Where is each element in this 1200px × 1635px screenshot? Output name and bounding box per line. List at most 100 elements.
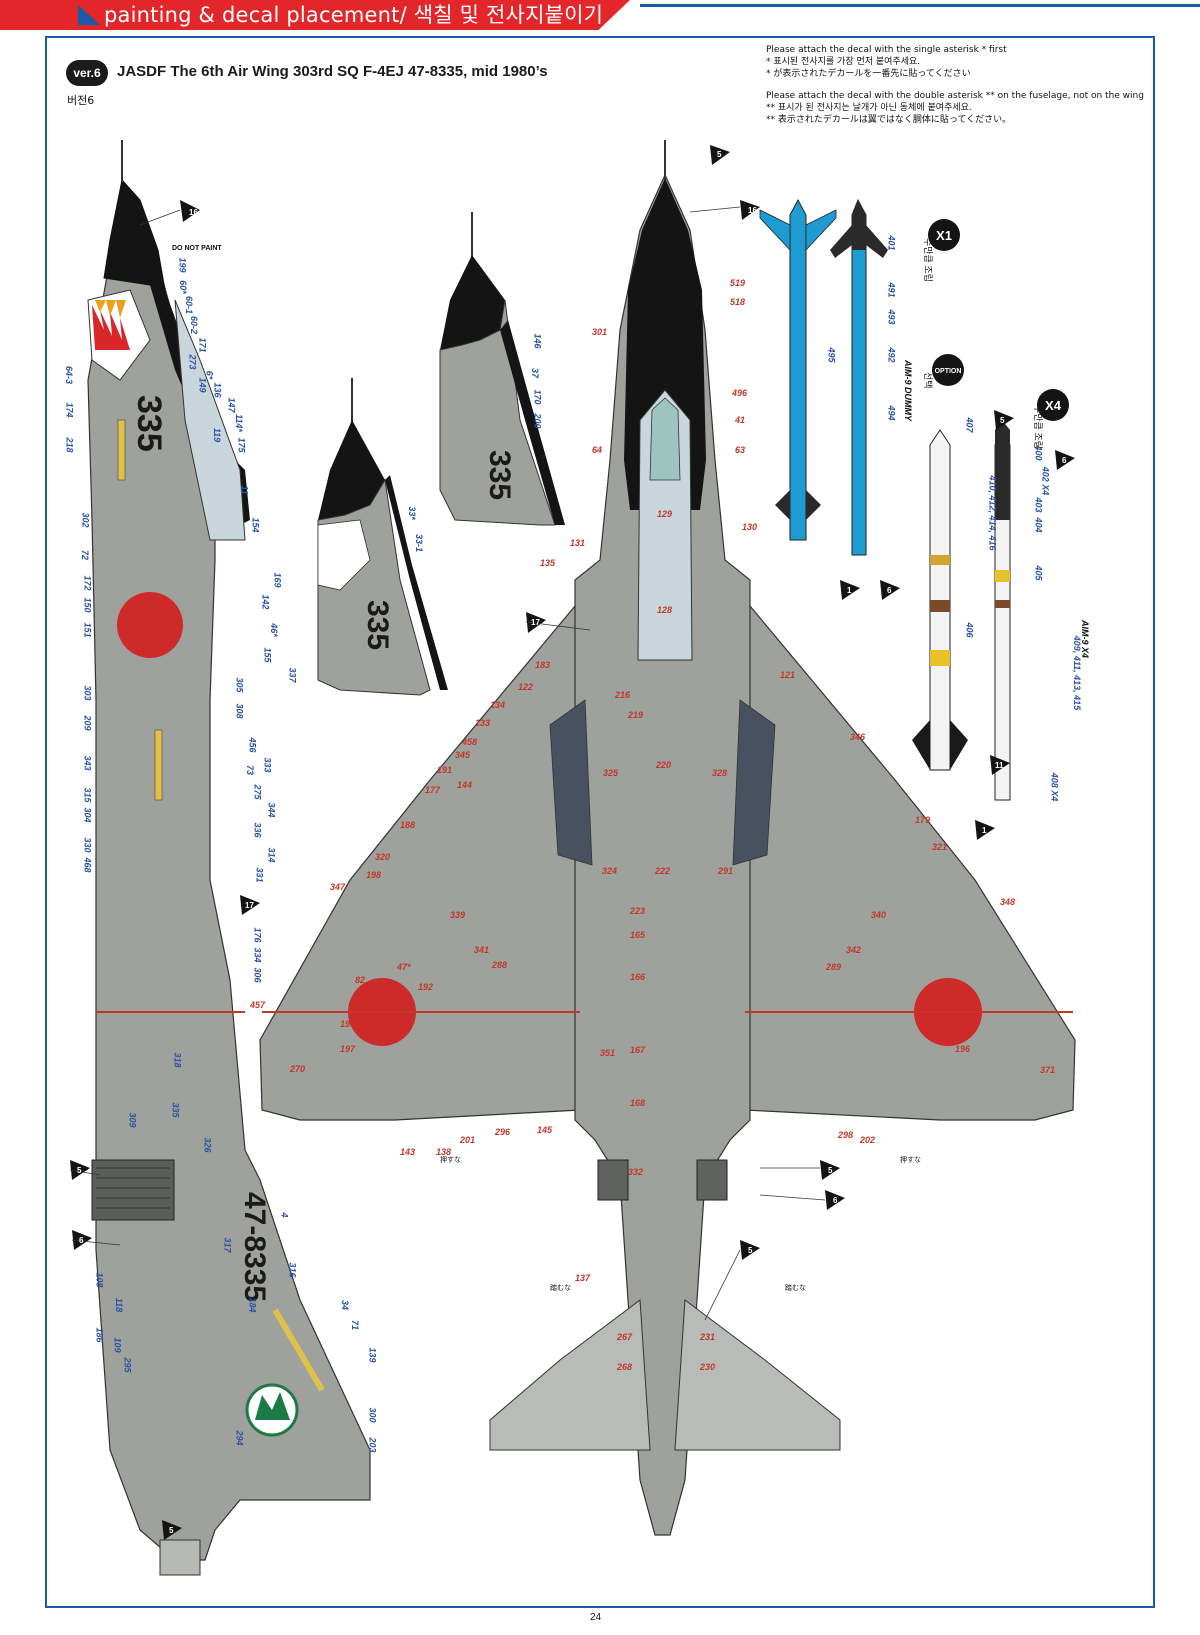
- decal-number-label: 275: [252, 784, 263, 800]
- step-warning-left: 押すな: [440, 1155, 461, 1164]
- note-double-en: Please attach the decal with the double …: [766, 91, 1144, 101]
- step-warning-tail-left: 踏むな: [550, 1283, 571, 1292]
- page-header: painting & decal placement/ 색칠 및 전사지붙이기: [0, 0, 1200, 34]
- decal-number-label: 199: [177, 257, 188, 273]
- decal-number-label: 348: [1000, 897, 1016, 907]
- decal-number-label: 317: [222, 1237, 233, 1253]
- decal-number-label: 64-3: [64, 365, 75, 385]
- decal-number-label: 176: [252, 927, 263, 943]
- aim9-dummy-label: AIM-9 DUMMY: [903, 359, 913, 422]
- decal-number-label: 114*: [233, 414, 244, 432]
- decal-number-label: 351: [600, 1048, 616, 1058]
- decal-number-label: 404: [1033, 517, 1044, 533]
- decal-number-label: 34: [340, 1299, 351, 1311]
- decal-number-label: 33*: [406, 506, 417, 520]
- decal-number-label: 136: [212, 382, 223, 398]
- nose-detail-lower: 335: [317, 378, 448, 696]
- missile-white-dummy: [912, 429, 968, 771]
- decal-number-label: 154: [250, 517, 261, 533]
- decal-number-label: 142: [260, 594, 271, 610]
- option-badge: OPTION: [932, 354, 964, 386]
- decal-number-label: 344: [266, 802, 277, 818]
- decal-number-label: 341: [474, 945, 490, 955]
- side-number-nose: 335: [130, 395, 168, 452]
- decal-number-label: 321: [932, 842, 948, 852]
- decal-number-label: 137: [575, 1273, 591, 1283]
- scheme-title: JASDF The 6th Air Wing 303rd SQ F-4EJ 47…: [117, 63, 548, 80]
- callout-1-missile-b: 1: [982, 826, 987, 835]
- decal-number-label: 118: [114, 1297, 125, 1313]
- decal-number-label: 11: [239, 485, 250, 495]
- nose-detail-upper: 335: [439, 212, 565, 526]
- decal-number-label: 337: [287, 667, 298, 683]
- header-flag-icon: [78, 5, 100, 25]
- decal-number-label: 201: [460, 1135, 476, 1145]
- note-single-en: Please attach the decal with the single …: [766, 45, 1007, 55]
- callout-6-side: 6: [79, 1236, 84, 1245]
- decal-number-label: 177: [425, 785, 441, 795]
- decal-number-label: 301: [592, 327, 608, 337]
- decal-number-label: 330: [82, 837, 93, 853]
- aim9-x4-label: AIM-9 X4: [1080, 619, 1090, 658]
- decal-number-label: 71: [350, 1319, 361, 1331]
- decal-number-label: 186: [94, 1327, 105, 1343]
- callout-5-top: 5: [717, 150, 722, 159]
- decal-number-label: 267: [617, 1332, 633, 1342]
- decal-number-label: 302: [80, 512, 91, 528]
- decal-number-label: 320: [375, 852, 391, 862]
- decal-number-label: 339: [450, 910, 466, 920]
- callout-1-missile: 1: [847, 586, 852, 595]
- decal-number-label: 109: [112, 1337, 123, 1353]
- decal-number-label: 151: [82, 622, 93, 638]
- callout-6-nozzle: 6: [833, 1196, 838, 1205]
- decal-number-label: 304: [82, 807, 93, 823]
- decal-number-label: 309: [127, 1112, 138, 1128]
- decal-number-label: 314: [266, 847, 277, 863]
- decal-number-label: 144: [457, 780, 473, 790]
- decal-number-label: 400: [1033, 445, 1044, 461]
- decal-number-label: 457: [250, 1000, 266, 1010]
- decal-number-label: 47*: [397, 962, 411, 972]
- decal-notes: Please attach the decal with the single …: [766, 44, 1146, 126]
- decal-number-label: 273: [187, 354, 198, 370]
- decal-number-label: 333: [262, 757, 273, 773]
- decal-number-label: 170: [532, 389, 543, 405]
- x1-label: X1: [936, 228, 952, 243]
- decal-number-label: 340: [871, 910, 887, 920]
- side-profile-view: 335 47-8335: [87, 140, 371, 1576]
- decal-number-label: 190: [340, 1019, 356, 1029]
- decal-number-label: 216: [615, 690, 631, 700]
- decal-number-label: 268: [617, 1362, 633, 1372]
- x4-korean: 수만큼 조립: [1033, 405, 1043, 449]
- callout-5-bottom: 5: [169, 1526, 174, 1535]
- decal-number-label: 230: [700, 1362, 716, 1372]
- leader-lines: [69, 206, 826, 1321]
- decal-number-label: 122: [518, 682, 534, 692]
- decal-number-label: 203: [367, 1437, 378, 1453]
- header-red-banner: [0, 0, 630, 30]
- option-label: OPTION: [935, 368, 962, 375]
- decal-number-label: 183: [535, 660, 551, 670]
- decal-number-label: 172: [82, 575, 93, 591]
- decal-number-label: 331: [254, 867, 265, 883]
- decal-number-label: 334: [252, 947, 263, 963]
- decal-number-label: 270: [290, 1064, 306, 1074]
- decal-number-label: 60-2: [189, 315, 200, 335]
- decal-number-label: 291: [718, 866, 734, 876]
- decal-number-label: 73: [245, 764, 256, 776]
- decal-number-label: 409, 411, 413, 415: [1072, 635, 1083, 711]
- decal-number-label: 171: [197, 337, 208, 353]
- decal-number-label: 218: [64, 437, 75, 453]
- callout-16-side: 16: [189, 208, 198, 217]
- decal-number-label: 179: [915, 815, 931, 825]
- decal-number-label: 119: [212, 427, 223, 443]
- decal-number-label: 150: [82, 597, 93, 613]
- decal-number-label: 220: [656, 760, 672, 770]
- decal-number-label: 371: [1040, 1065, 1056, 1075]
- serial-tail: 47-8335: [238, 1192, 271, 1302]
- decal-number-label: 335: [170, 1102, 181, 1118]
- callout-11-missile: 11: [995, 761, 1004, 770]
- decal-number-label: 133: [475, 718, 491, 728]
- version-korean: 버전6: [67, 94, 95, 107]
